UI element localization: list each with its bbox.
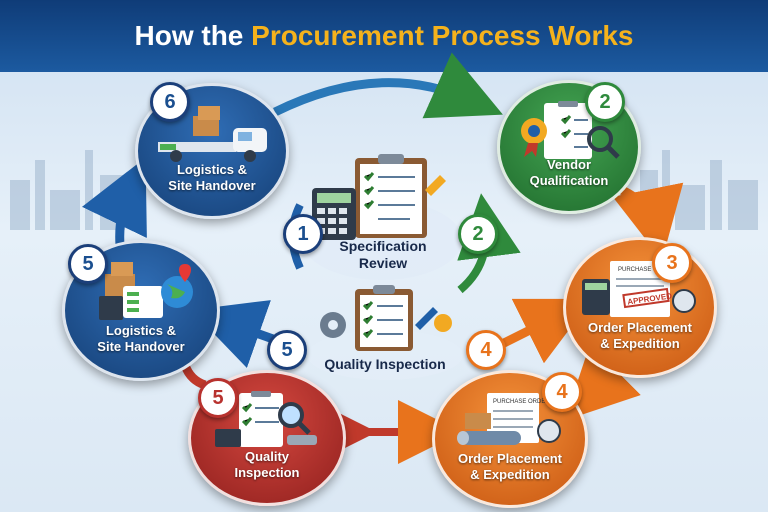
- arrow-inner-right: [497, 298, 593, 364]
- title-highlight: Procurement Process Works: [251, 20, 634, 51]
- node-3-label: Order Placement & Expedition: [587, 320, 693, 352]
- center-bottom-panel: [305, 285, 465, 380]
- purchase-order-doc-title-2: PURCHASE ORDER: [493, 399, 550, 405]
- header-banner: How the Procurement Process Works: [0, 0, 768, 72]
- page-title: How the Procurement Process Works: [135, 20, 634, 52]
- node-5-quality-badge: 5: [198, 378, 238, 418]
- inspection-clipboard-icon: [215, 391, 317, 448]
- center-top-left-badge: 1: [283, 214, 323, 254]
- node-3-badge: 3: [652, 243, 692, 283]
- clipboard-calculator-icon: [302, 154, 462, 280]
- node-2-badge: 2: [585, 82, 625, 122]
- arrow-5-to-6: [81, 157, 147, 246]
- arrow-3-to-4: [564, 344, 641, 421]
- node-6-label: Logistics & Site Handover: [168, 161, 256, 193]
- node-6-badge: 6: [150, 82, 190, 122]
- boxes-globe-icon: [99, 261, 193, 320]
- purchase-order-doc-title: PURCHASE ORDER: [618, 267, 675, 273]
- purchase-order-icon: PURCHASE ORDER APPROVED: [582, 260, 696, 317]
- center-bottom-right-badge: 4: [466, 330, 506, 370]
- arrow-6-to-2: [273, 52, 503, 119]
- node-5-logistics-label: Logistics & Site Handover: [97, 323, 185, 355]
- center-top-right-badge: 2: [458, 214, 498, 254]
- center-bottom-left-badge: 5: [267, 330, 307, 370]
- node-5-quality-label: Quality Inspection: [234, 448, 300, 480]
- delivery-truck-icon: [158, 106, 267, 163]
- award-checklist-icon: [521, 100, 620, 159]
- purchase-order-pipes-icon: PURCHASE ORDER: [457, 393, 561, 446]
- node-5-logistics-badge: 5: [68, 244, 108, 284]
- arrow-5-to-5: [180, 363, 207, 390]
- node-4-badge: 4: [542, 372, 582, 412]
- center-top-label: Specification Review: [339, 238, 427, 271]
- center-bottom-label: Quality Inspection: [324, 356, 446, 372]
- node-4-label: Order Placement & Expedition: [457, 450, 563, 482]
- process-node-vendor-qualification: Vendor Qualification: [497, 80, 641, 214]
- node-2-label: Vendor Qualification: [529, 157, 609, 189]
- title-prefix: How the: [134, 20, 244, 51]
- process-node-order-placement-right: PURCHASE ORDER APPROVED Order Placement …: [563, 237, 717, 378]
- center-top-panel: [300, 150, 465, 280]
- quality-clipboard-icon: [307, 285, 463, 380]
